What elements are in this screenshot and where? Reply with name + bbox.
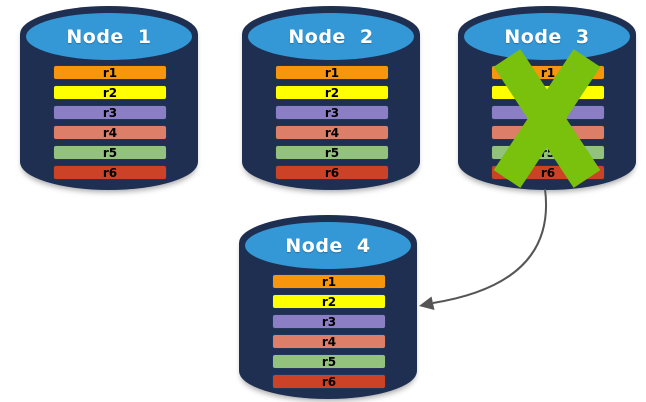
node-4-row-r2: r2 [272, 294, 386, 309]
node-3: Node 3 r1 r2 r3 r4 r5 r6 [458, 6, 636, 190]
node-3-cylinder-top: Node 3 [464, 13, 630, 60]
node-1-title: Node 1 [66, 25, 152, 48]
node-1-cylinder-top: Node 1 [26, 13, 192, 60]
node-4-row-r5: r5 [272, 354, 386, 369]
node-1-row-r6: r6 [53, 165, 167, 180]
node-2-row-r2: r2 [275, 85, 389, 100]
node-2: Node 2 r1 r2 r3 r4 r5 r6 [242, 6, 420, 190]
node-1-row-r4: r4 [53, 125, 167, 140]
node-2-rows: r1 r2 r3 r4 r5 r6 [275, 65, 389, 180]
node-2-row-r5: r5 [275, 145, 389, 160]
node-3-title: Node 3 [504, 25, 590, 48]
failover-arrowhead-icon [419, 296, 435, 310]
failover-arrow-curve [432, 188, 547, 304]
node-4-row-r6: r6 [272, 374, 386, 389]
x-icon [493, 49, 601, 188]
node-4-row-r4: r4 [272, 334, 386, 349]
node-1-row-r2: r2 [53, 85, 167, 100]
node-4-title: Node 4 [285, 234, 371, 257]
node-1-row-r1: r1 [53, 65, 167, 80]
node-1-rows: r1 r2 r3 r4 r5 r6 [53, 65, 167, 180]
node-4-rows: r1 r2 r3 r4 r5 r6 [272, 274, 386, 389]
node-2-row-r1: r1 [275, 65, 389, 80]
node-2-row-r3: r3 [275, 105, 389, 120]
node-4-row-r3: r3 [272, 314, 386, 329]
node-2-row-r6: r6 [275, 165, 389, 180]
node-2-cylinder-top: Node 2 [248, 13, 414, 60]
node-1: Node 1 r1 r2 r3 r4 r5 r6 [20, 6, 198, 190]
node-4: Node 4 r1 r2 r3 r4 r5 r6 [239, 215, 417, 399]
node-1-row-r3: r3 [53, 105, 167, 120]
node-4-row-r1: r1 [272, 274, 386, 289]
node-2-row-r4: r4 [275, 125, 389, 140]
node-1-row-r5: r5 [53, 145, 167, 160]
node-2-title: Node 2 [288, 25, 374, 48]
node-4-cylinder-top: Node 4 [245, 222, 411, 269]
